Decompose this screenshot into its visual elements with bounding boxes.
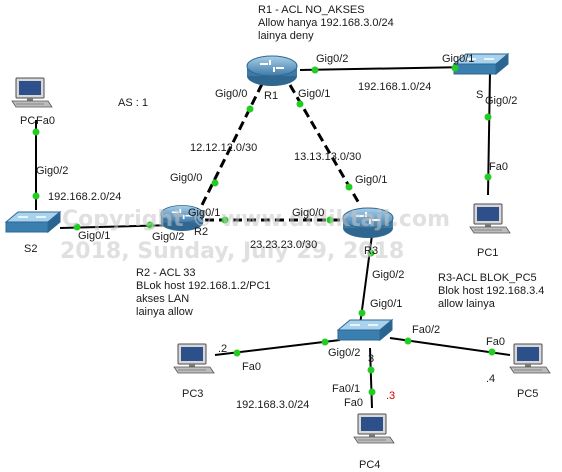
port-r3-gig00: Gig0/0: [292, 207, 324, 219]
note-r1-line2: Allow hanya 192.168.3.0/24: [258, 17, 394, 29]
switch-s3[interactable]: [337, 319, 393, 341]
port-r2-gig00: Gig0/0: [170, 172, 202, 184]
port-r1-gig00: Gig0/0: [215, 88, 247, 100]
port-indicators: [32, 64, 496, 396]
watermark-line2: 2018, Sunday, July 29, 2018: [60, 239, 404, 264]
pc-pc3[interactable]: [173, 343, 215, 374]
label-s3: 3: [368, 353, 374, 365]
link-r1-r2: [200, 83, 264, 206]
label-pc0: PC: [20, 115, 35, 127]
port-r3-gig02: Gig0/2: [372, 269, 404, 281]
port-pc3-fa0: Fa0: [242, 361, 261, 373]
network-s3-lan: 192.168.3.0/24: [236, 399, 309, 411]
label-r1: R1: [264, 90, 278, 102]
port-pc5-fa0: Fa0: [486, 336, 505, 348]
network-r2-r3: 23.23.23.0/30: [250, 239, 317, 251]
label-pc1: PC1: [477, 247, 498, 259]
note-r2-line3: akses LAN: [136, 293, 189, 305]
note-r2-line2: BLok host 192.168.1.2/PC1: [136, 280, 271, 292]
link-r1-s1: [299, 66, 471, 71]
pc-pc4[interactable]: [353, 413, 395, 444]
network-r1-s1: 192.168.1.0/24: [358, 81, 431, 93]
port-s3-gig01: Gig0/1: [370, 298, 402, 310]
link-s3-pc4: [369, 347, 373, 409]
host-pc4: .3: [386, 390, 395, 402]
as-label: AS : 1: [118, 97, 148, 109]
port-pc4-fa0: Fa0: [344, 397, 363, 409]
note-r3: R3-ACL BLOK_PC5 Blok host 192.168.3.4 al…: [438, 272, 544, 310]
pc-pc0[interactable]: [11, 77, 53, 108]
label-s1: S: [476, 89, 483, 101]
port-s3-fa01: Fa0/1: [332, 383, 360, 395]
port-s1-gig02: Gig0/2: [485, 95, 517, 107]
network-s2-lan: 192.168.2.0/24: [48, 191, 121, 203]
host-pc5: .4: [486, 373, 495, 385]
label-r2: R2: [194, 226, 208, 238]
switch-s2[interactable]: [5, 211, 61, 233]
note-r1-line3: lainya deny: [258, 30, 314, 42]
label-s2: S2: [24, 243, 37, 255]
port-s2-gig01: Gig0/1: [78, 230, 110, 242]
note-r3-line1: R3-ACL BLOK_PC5: [438, 272, 537, 284]
port-r2-gig02: Gig0/2: [152, 231, 184, 243]
port-r3-gig01: Gig0/1: [355, 174, 387, 186]
label-r3: R3: [364, 245, 378, 257]
label-pc4: PC4: [359, 459, 380, 471]
network-r1-r2: 12.12.12.0/30: [190, 142, 257, 154]
port-pc1-fa0: Fa0: [489, 161, 508, 173]
port-s3-gig02: Gig0/2: [328, 347, 360, 359]
note-r2: R2 - ACL 33 BLok host 192.168.1.2/PC1 ak…: [136, 267, 271, 318]
note-r3-line2: Blok host 192.168.3.4: [438, 285, 544, 297]
port-r2-gig01: Gig0/1: [188, 207, 220, 219]
watermark-line1: Copyright © www.didiktaji.com: [62, 207, 450, 232]
router-r1[interactable]: [246, 55, 298, 87]
note-r2-line1: R2 - ACL 33: [136, 267, 196, 279]
pc-pc1[interactable]: [469, 203, 511, 234]
note-r1-line1: R1 - ACL NO_AKSES: [258, 4, 365, 16]
note-r2-line4: lainya allow: [136, 306, 193, 318]
port-r1-gig01: Gig0/1: [298, 88, 330, 100]
network-r1-r3: 13.13.13.0/30: [294, 151, 361, 163]
note-r1: R1 - ACL NO_AKSES Allow hanya 192.168.3.…: [258, 4, 394, 42]
pc-pc5[interactable]: [509, 343, 551, 374]
port-pc0-fa0: Fa0: [36, 115, 55, 127]
label-pc3: PC3: [182, 388, 203, 400]
port-r1-gig02: Gig0/2: [316, 53, 348, 65]
port-s2-gig02: Gig0/2: [36, 165, 68, 177]
label-pc5: PC5: [517, 388, 538, 400]
port-s1-gig01: Gig0/1: [442, 53, 474, 65]
note-r3-line3: allow lainya: [438, 298, 496, 310]
host-pc3: .2: [218, 343, 227, 355]
port-s3-fa02: Fa0/2: [412, 324, 440, 336]
